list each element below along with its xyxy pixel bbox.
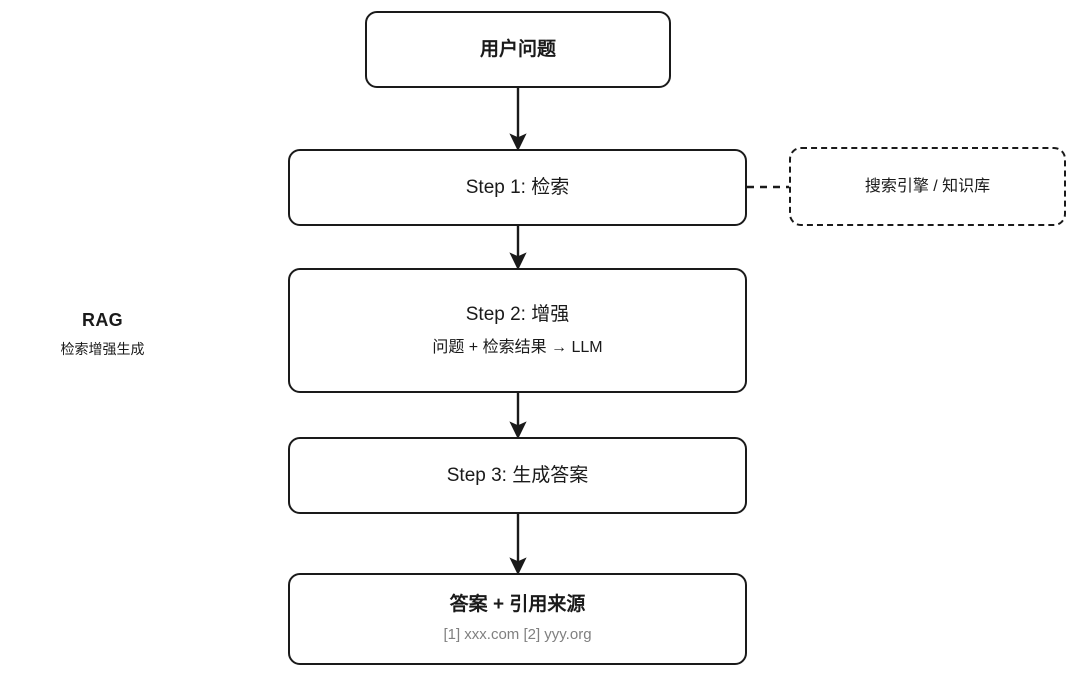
node-answer-citations: [1] xxx.com [2] yyy.org xyxy=(443,626,592,643)
node-step1-label: Step 1: 检索 xyxy=(465,176,570,198)
rag-caption-title: RAG xyxy=(82,310,123,330)
rag-caption: RAG 检索增强生成 xyxy=(0,310,205,359)
node-step3-label: Step 3: 生成答案 xyxy=(446,464,589,486)
node-knowledge-source[interactable]: 搜索引擎 / 知识库 xyxy=(789,147,1066,226)
node-step2-label: Step 2: 增强 xyxy=(465,304,570,326)
node-user-question[interactable]: 用户问题 xyxy=(365,11,671,88)
node-user-question-label: 用户问题 xyxy=(479,38,556,60)
node-step2-detail: 问题 + 检索结果 → LLM xyxy=(432,338,603,356)
node-answer-with-citations[interactable]: 答案 + 引用来源 [1] xxx.com [2] yyy.org xyxy=(288,573,747,665)
node-step2-augment[interactable]: Step 2: 增强 问题 + 检索结果 → LLM xyxy=(288,268,747,393)
node-step1-retrieve[interactable]: Step 1: 检索 xyxy=(288,149,747,226)
node-step3-generate[interactable]: Step 3: 生成答案 xyxy=(288,437,747,514)
rag-caption-subtitle: 检索增强生成 xyxy=(60,341,145,357)
node-answer-label: 答案 + 引用来源 xyxy=(449,594,586,616)
node-knowledge-source-label: 搜索引擎 / 知识库 xyxy=(864,177,991,195)
